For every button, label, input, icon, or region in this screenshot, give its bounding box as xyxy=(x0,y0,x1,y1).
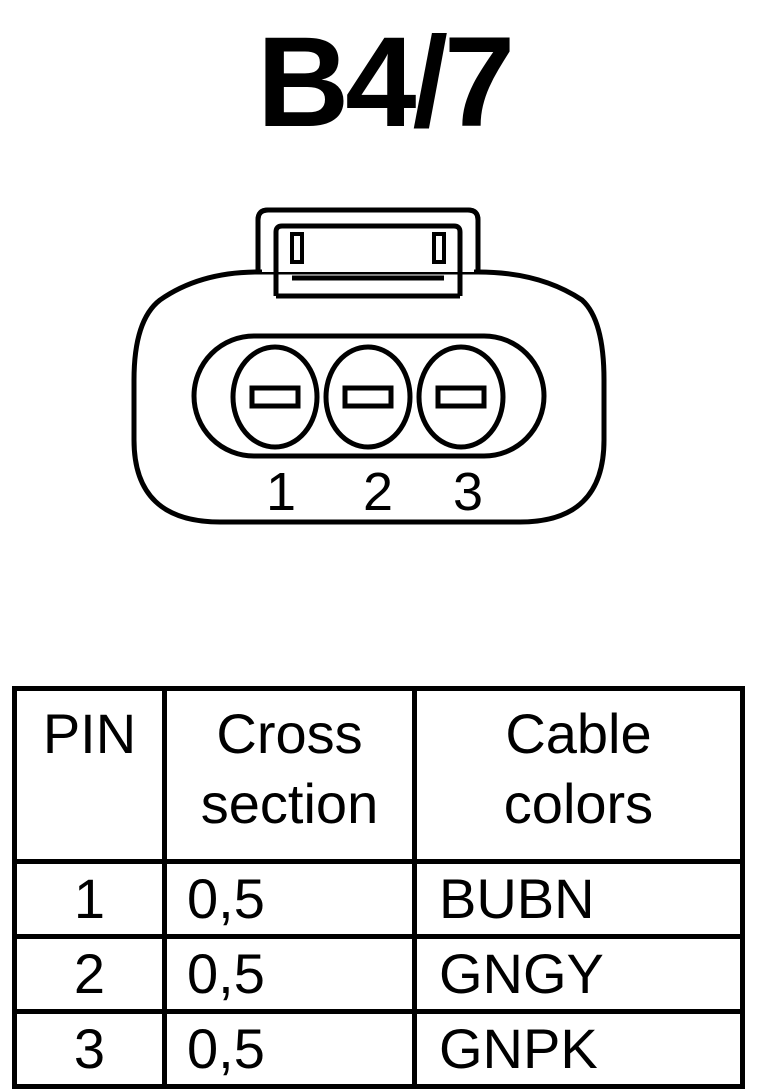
pin-table: PIN Cross section Cable colors 1 0,5 BUB… xyxy=(12,686,745,1089)
cross-section-cell: 0,5 xyxy=(162,1009,417,1089)
cross-section-cell: 0,5 xyxy=(162,934,417,1014)
pin-2 xyxy=(323,344,413,450)
table-row: 1 0,5 BUBN xyxy=(12,859,745,939)
cross-section-cell: 0,5 xyxy=(162,859,417,939)
connector-title: B4/7 xyxy=(256,11,515,154)
header-cable-colors: Cable colors xyxy=(412,686,745,864)
table-row: 2 0,5 GNGY xyxy=(12,934,745,1014)
pin-1 xyxy=(230,344,320,450)
cable-color-cell: GNGY xyxy=(412,934,745,1014)
table-header-row: PIN Cross section Cable colors xyxy=(12,686,745,864)
cable-color-cell: GNPK xyxy=(412,1009,745,1089)
cable-color-cell: BUBN xyxy=(412,859,745,939)
pin-label-3: 3 xyxy=(453,462,483,522)
pin-cell: 3 xyxy=(12,1009,167,1089)
pin-label-2: 2 xyxy=(363,462,393,522)
pin-3 xyxy=(416,344,506,450)
pin-cell: 1 xyxy=(12,859,167,939)
header-pin: PIN xyxy=(12,686,167,864)
table-row: 3 0,5 GNPK xyxy=(12,1009,745,1089)
pin-label-1: 1 xyxy=(266,462,296,522)
connector-diagram: 1 2 3 xyxy=(131,207,607,525)
pin-cell: 2 xyxy=(12,934,167,1014)
header-cross-section: Cross section xyxy=(162,686,417,864)
